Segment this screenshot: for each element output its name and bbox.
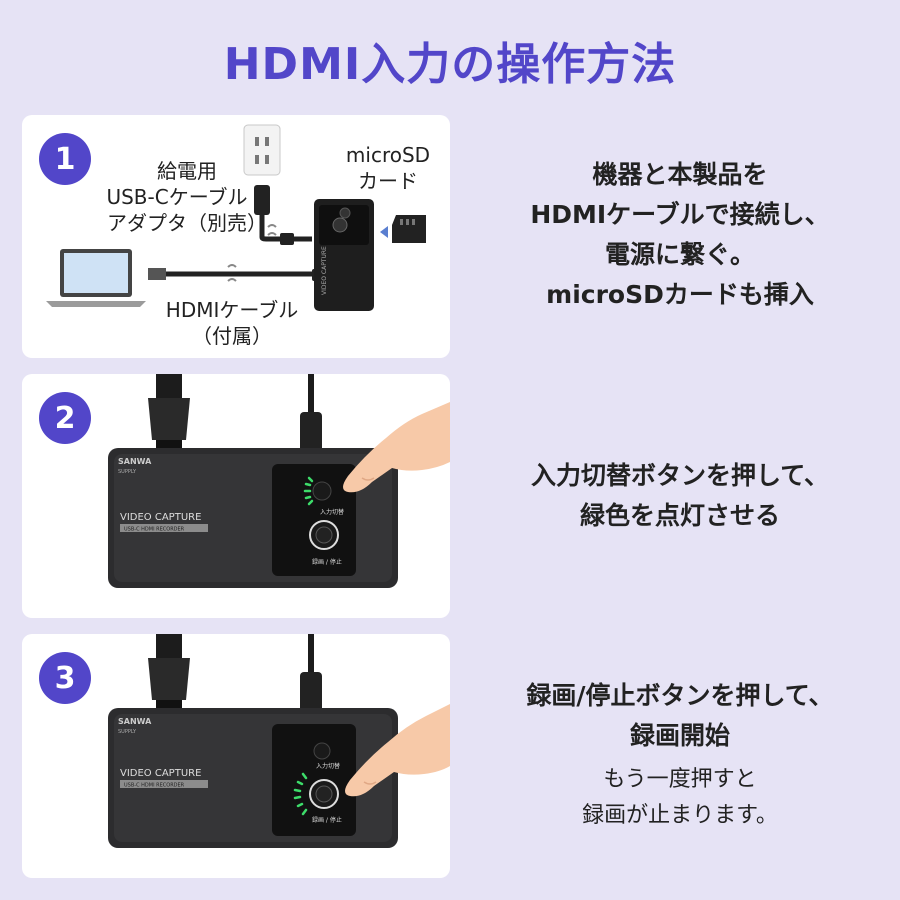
step-1-description: 機器と本製品を HDMIケーブルで接続し、 電源に繋ぐ。 microSDカードも…: [470, 155, 890, 315]
step-3-number: 3: [39, 652, 91, 704]
step-2-panel: 2 SANWA SUPPLY VIDEO CAPTURE USB-C HDMI …: [22, 374, 450, 618]
step-1-number: 1: [39, 133, 91, 185]
page-title: HDMI入力の操作方法: [223, 39, 677, 90]
step-2-number: 2: [39, 392, 91, 444]
hdmi-label-line2: （付属）: [192, 324, 272, 348]
record-stop-button[interactable]: [309, 520, 339, 550]
step-2-desc-line1: 入力切替ボタンを押して、: [530, 461, 829, 490]
input-switch-button[interactable]: [313, 742, 331, 760]
device-illustration-record: SANWA SUPPLY VIDEO CAPTURE USB-C HDMI RE…: [108, 634, 450, 848]
record-stop-label: 録画 / 停止: [312, 816, 342, 824]
step-1-panel: 1 VIDEO CAPTUR: [22, 115, 450, 358]
hdmi-plug-icon: [148, 268, 166, 280]
step-1-desc-line3: 電源に繋ぐ。: [604, 240, 755, 269]
record-stop-label: 録画 / 停止: [312, 558, 342, 566]
device-product: VIDEO CAPTURE: [120, 512, 201, 523]
laptop-icon: [46, 249, 146, 307]
device-product: VIDEO CAPTURE: [120, 768, 201, 779]
device-brand: SANWA: [118, 457, 152, 466]
step-1-desc-line2: HDMIケーブルで接続し、: [530, 200, 830, 229]
power-label-line3: アダプタ（別売）: [107, 211, 267, 235]
input-switch-button[interactable]: [303, 476, 332, 506]
device-brand-sub: SUPPLY: [118, 469, 137, 475]
hdmi-label-line1: HDMIケーブル: [165, 298, 299, 322]
pointing-hand-icon: [343, 402, 450, 493]
pointing-hand-icon: [345, 704, 450, 797]
power-label-line1: 給電用: [157, 159, 217, 183]
step-1-desc-line1: 機器と本製品を: [592, 160, 768, 189]
capture-device-icon: VIDEO CAPTURE: [314, 199, 374, 311]
power-adapter-icon: [254, 185, 270, 215]
insert-arrow-icon: [380, 226, 388, 238]
step-3-sub-line2: 録画が止まります。: [582, 803, 778, 828]
device-product-sub: USB-C HDMI RECORDER: [124, 783, 185, 789]
input-switch-label: 入力切替: [316, 762, 340, 770]
svg-text:VIDEO CAPTURE: VIDEO CAPTURE: [321, 246, 328, 295]
step-3-sub-line1: もう一度押すと: [603, 767, 757, 792]
device-brand-sub: SUPPLY: [118, 729, 137, 735]
power-label-line2: USB-Cケーブル・: [106, 185, 268, 209]
record-stop-button[interactable]: [293, 772, 339, 816]
step-1-desc-line4: microSDカードも挿入: [546, 280, 814, 309]
device-product-sub: USB-C HDMI RECORDER: [124, 527, 185, 533]
step-3-desc-line1: 録画/停止ボタンを押して、: [526, 681, 834, 710]
wall-outlet-icon: [243, 124, 281, 176]
connection-diagram: VIDEO CAPTURE: [46, 124, 426, 311]
device-illustration-input: SANWA SUPPLY VIDEO CAPTURE USB-C HDMI RE…: [108, 374, 450, 588]
step-3-desc-line2: 録画開始: [629, 721, 730, 750]
input-switch-label: 入力切替: [320, 508, 344, 516]
sd-label-line2: カード: [358, 169, 418, 193]
step-2-description: 入力切替ボタンを押して、 緑色を点灯させる: [470, 456, 890, 536]
device-brand: SANWA: [118, 717, 152, 726]
step-3-panel: 3 SANWA SUPPLY VIDEO CAPTURE USB-C HDMI …: [22, 634, 450, 878]
sd-label-line1: microSD: [345, 143, 431, 167]
step-3-description: 録画/停止ボタンを押して、 録画開始 もう一度押すと 録画が止まります。: [470, 676, 890, 834]
step-2-desc-line2: 緑色を点灯させる: [579, 501, 780, 530]
